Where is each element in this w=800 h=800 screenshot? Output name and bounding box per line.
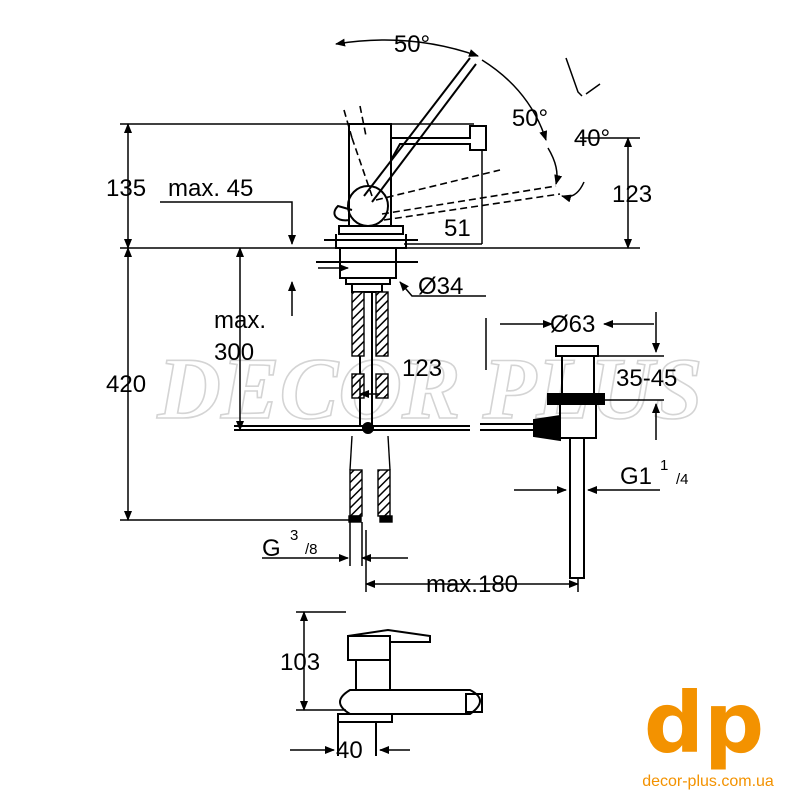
brand-logo: dp decor-plus.com.ua xyxy=(642,674,774,790)
g1-den-label: /4 xyxy=(676,471,689,488)
angle-mid-label: 50° xyxy=(512,105,548,132)
g38-num-label: 3 xyxy=(290,527,298,544)
right-123-label: 123 xyxy=(612,181,652,208)
angle-top-label: 50° xyxy=(394,31,430,58)
waste-body xyxy=(533,345,605,579)
logo-letters: dp xyxy=(644,674,764,772)
height-420-label: 420 xyxy=(106,371,146,398)
g38-den-label: /8 xyxy=(305,541,318,558)
supply-hoses xyxy=(348,291,393,523)
g1-num-label: 1 xyxy=(660,457,668,474)
range-35-45-label: 35-45 xyxy=(616,365,677,392)
height-103-label: 103 xyxy=(280,649,320,676)
height-135-label: 135 xyxy=(106,175,146,202)
max-45-label: max. 45 xyxy=(168,175,253,202)
center-123-label: 123 xyxy=(402,355,442,382)
max-300-label: 300 xyxy=(214,339,254,366)
dist-40-label: 40 xyxy=(336,737,363,764)
dia-63-label: Ø63 xyxy=(550,311,595,338)
max-180-label: max.180 xyxy=(426,571,518,598)
g1-label: G1 xyxy=(620,463,652,490)
labels: 50° 50° 40° 135 max. 45 123 51 Ø34 max. … xyxy=(106,31,689,764)
dist-51-label: 51 xyxy=(444,215,471,242)
dia-34-label: Ø34 xyxy=(418,273,463,300)
site-url: decor-plus.com.ua xyxy=(642,773,774,790)
g38-label: G xyxy=(262,535,281,562)
dimension-lines xyxy=(120,38,664,592)
side-view-dimensions xyxy=(290,611,410,754)
angle-right-label: 40° xyxy=(574,125,610,152)
faucet-side-view xyxy=(337,628,483,756)
max-word-label: max. xyxy=(214,307,266,334)
